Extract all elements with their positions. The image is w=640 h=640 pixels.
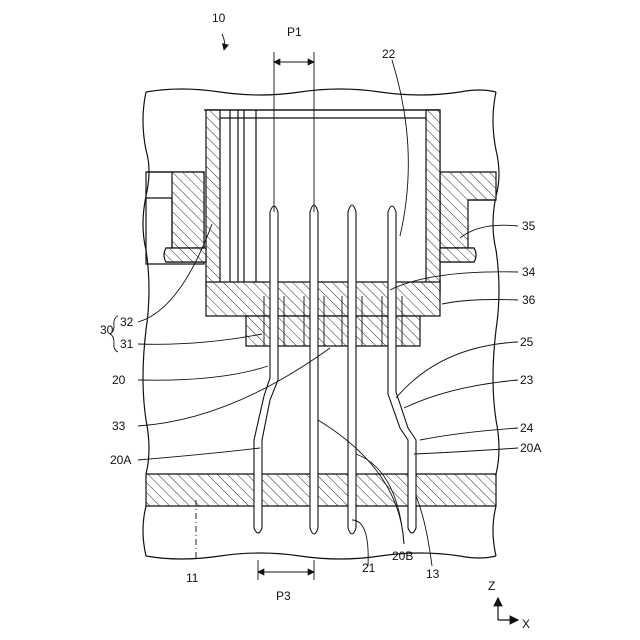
label-36: 36 [522,293,536,307]
label-23: 23 [520,373,534,387]
label-axis-x: X [522,617,530,631]
label-p3: P3 [276,589,291,603]
label-20: 20 [112,373,126,387]
label-33: 33 [112,419,126,433]
label-34: 34 [522,265,536,279]
label-20a-left: 20A [110,453,131,467]
label-11: 11 [186,571,199,585]
label-31: 31 [120,337,134,351]
label-axis-z: Z [488,579,495,593]
label-22: 22 [382,47,396,61]
label-20a-right: 20A [520,441,541,455]
label-21: 21 [362,561,376,575]
label-32: 32 [120,315,134,329]
label-p1: P1 [287,25,302,39]
circuit-board [146,474,496,506]
label-20b: 20B [392,549,413,563]
label-10: 10 [212,11,226,25]
pin-3 [348,205,356,534]
label-13: 13 [426,567,440,581]
label-25: 25 [520,335,534,349]
label-35: 35 [522,219,536,233]
pin-2 [310,205,318,534]
label-24: 24 [520,421,534,435]
axis-indicator [498,598,518,620]
